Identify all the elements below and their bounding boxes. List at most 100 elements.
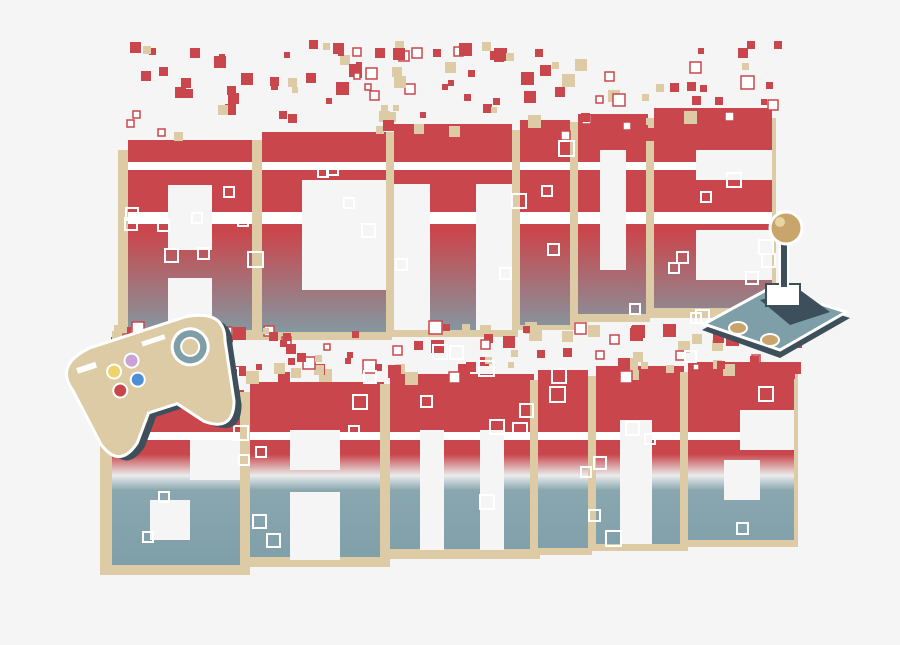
pixel-square [143, 46, 151, 54]
pixel-square [449, 126, 460, 137]
pixel-square [747, 41, 755, 49]
pixel-square [126, 119, 135, 128]
pixel-square [535, 49, 543, 57]
pixel-square [692, 363, 700, 371]
pixel-square [642, 94, 649, 101]
pixel-square [692, 334, 702, 344]
pixel-square [715, 97, 723, 105]
pixel-outline-square [499, 267, 512, 280]
pixel-square [364, 83, 372, 91]
pixel-square [132, 110, 141, 119]
letter-v [570, 114, 650, 322]
pixel-square [761, 99, 767, 105]
pixel-square [175, 87, 186, 98]
pixel-square [411, 47, 423, 59]
letter-a-2 [240, 382, 390, 567]
pixel-square [353, 72, 361, 80]
pixel-square [506, 53, 514, 61]
pixel-square [742, 63, 749, 70]
pixel-outline-square [317, 166, 329, 178]
word-line-1 [118, 108, 776, 340]
joystick-icon [700, 210, 850, 358]
pixel-square [713, 332, 724, 343]
pixel-square [190, 48, 200, 58]
pixel-square [283, 333, 291, 341]
pixel-square [428, 320, 443, 335]
pixel-square [689, 61, 702, 74]
pixel-square [459, 43, 472, 56]
pixel-square [233, 327, 246, 340]
pixel-outline-square [684, 350, 697, 363]
pixel-square [458, 364, 470, 376]
pixel-square [323, 43, 330, 50]
pixel-square [352, 331, 359, 338]
pixel-square [394, 76, 406, 88]
pixel-outline-square [449, 345, 464, 360]
pixel-square [286, 344, 296, 354]
pixel-outline-square [605, 530, 622, 547]
pixel-square [766, 82, 773, 89]
pixel-square [252, 320, 260, 328]
pixel-square [448, 80, 454, 86]
pixel-square [480, 339, 491, 350]
pixel-square [159, 67, 168, 76]
pixel-square [130, 42, 141, 53]
pixel-square [491, 107, 497, 113]
pixel-outline-square [549, 386, 566, 403]
pixel-square [246, 371, 259, 384]
pixel-square [263, 328, 269, 334]
pixel-square [692, 96, 701, 105]
pixel-square [219, 54, 225, 60]
pixel-square [442, 84, 448, 90]
pixel-outline-square [726, 172, 742, 188]
pixel-square [184, 89, 193, 98]
pixel-outline-square [142, 531, 154, 543]
pixel-square [740, 75, 755, 90]
pixel-square [684, 111, 697, 124]
pixel-square [687, 82, 696, 91]
pixel-square [670, 83, 679, 92]
pixel-outline-square [164, 248, 179, 263]
pixel-square [485, 126, 494, 135]
letter-c [252, 132, 392, 340]
pixel-square [365, 67, 378, 80]
pixel-outline-square [395, 258, 408, 271]
pixel-outline-square [158, 491, 170, 503]
pixel-square [376, 126, 384, 134]
pixel-outline-square [343, 197, 355, 209]
pixel-square [484, 334, 493, 343]
pixel-square [270, 77, 279, 86]
pixel-square [665, 120, 675, 130]
pixel-square [581, 113, 590, 122]
pixel-outline-square [352, 394, 368, 410]
pixel-square [326, 98, 332, 104]
pixel-outline-square [125, 207, 139, 221]
pixel-square [494, 52, 504, 62]
pixel-square [750, 356, 759, 365]
pixel-square [336, 82, 349, 95]
pixel-outline-square [238, 454, 250, 466]
pixel-square [588, 325, 600, 337]
pixel-square [537, 350, 545, 358]
pixel-outline-square [690, 312, 702, 324]
pixel-square [468, 70, 475, 77]
pixel-square [431, 340, 444, 353]
pixel-outline-square [580, 466, 592, 478]
letter-g-2 [680, 362, 798, 547]
pixel-square [218, 105, 228, 115]
pixel-square [619, 370, 633, 384]
pixel-outline-square [736, 522, 749, 535]
pixel-square [352, 47, 362, 57]
gamepad-icon [65, 313, 242, 461]
pixel-square [405, 372, 418, 385]
pixel-square [723, 364, 735, 376]
pixel-square [256, 364, 262, 370]
pixel-square [279, 111, 287, 119]
pixel-outline-square [157, 219, 170, 232]
pixel-square [225, 104, 236, 115]
pixel-square [392, 345, 403, 356]
pixel-square [345, 358, 351, 364]
pixel-square [524, 91, 536, 103]
pixel-outline-square [255, 446, 267, 458]
pixel-outline-square [348, 425, 360, 437]
